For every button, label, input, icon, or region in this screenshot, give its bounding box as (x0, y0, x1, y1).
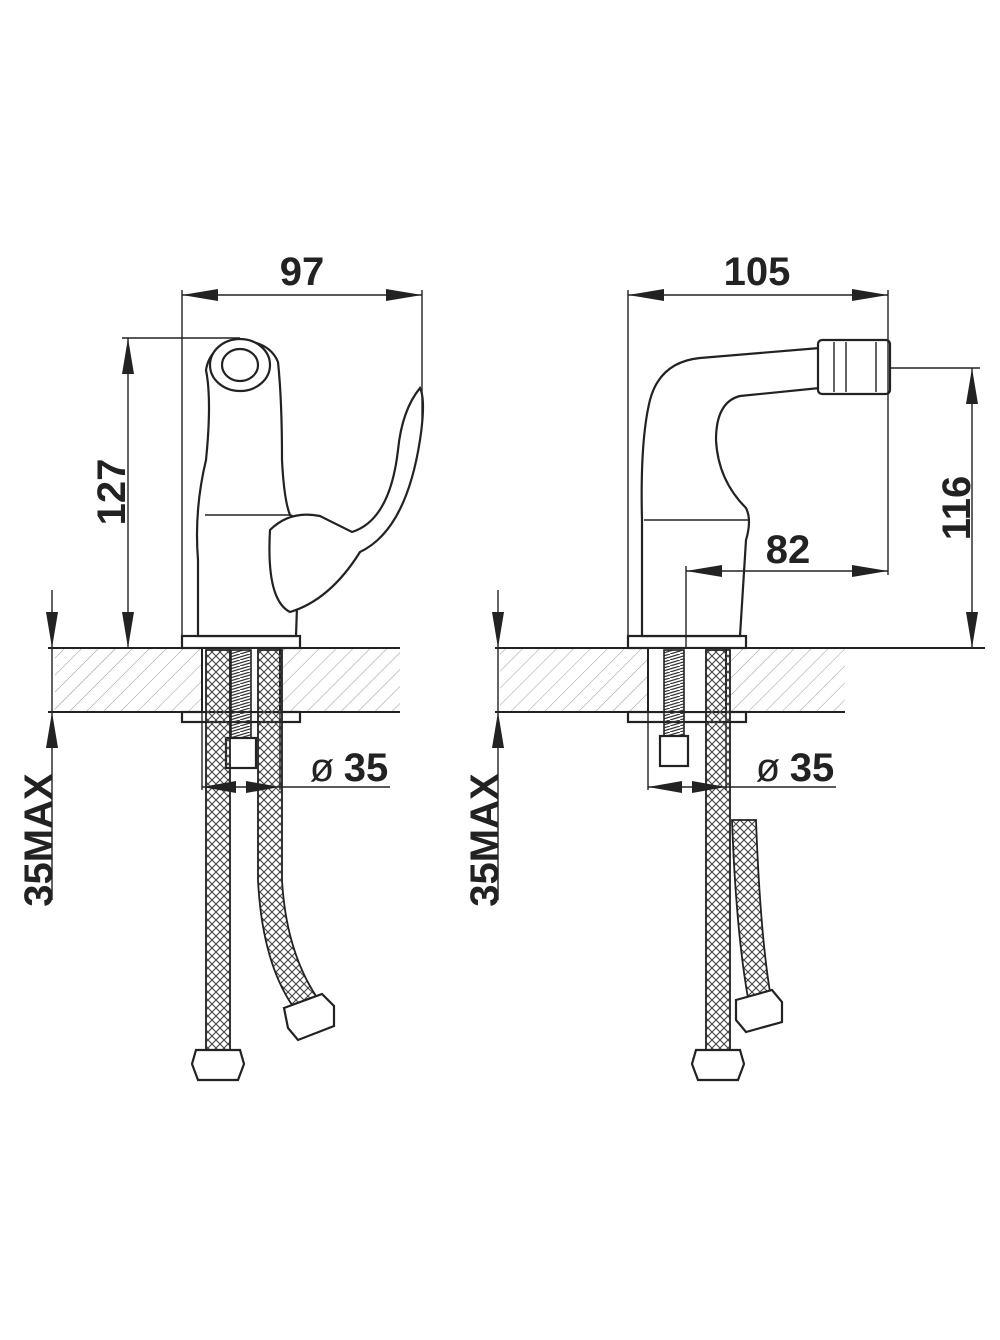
side-view: 105 116 82 35MAX ø 35 (463, 250, 985, 1082)
dia-35-label-side: 35 (790, 746, 835, 790)
dim-82-label: 82 (766, 528, 811, 572)
dim-35max-arrow-top-side (492, 612, 504, 648)
hose-front-side (705, 649, 731, 1051)
dim-116-arrow-bottom (966, 612, 978, 648)
dim-82-arrow-right (852, 565, 888, 577)
hose-nut-back-side (734, 988, 784, 1034)
faucet-body-side (640, 346, 822, 638)
hose-nut-left (190, 1048, 246, 1082)
dia-35-arrow-right-side (692, 781, 726, 793)
lever-handle (268, 385, 425, 614)
hose-nut-front-side (690, 1048, 746, 1082)
dim-105-label: 105 (724, 250, 791, 294)
dia-35-symbol-side: ø (756, 746, 780, 790)
dim-97-label: 97 (280, 250, 325, 294)
dim-35max-label-side: 35MAX (463, 773, 507, 907)
dia-35-arrow-right (246, 781, 280, 793)
dia-35-arrow-left (202, 781, 236, 793)
hose-left (205, 649, 231, 1051)
hose-nut-right (282, 992, 336, 1042)
dim-97-arrow-right (386, 289, 422, 301)
front-view: 97 127 35MAX ø 35 (17, 250, 425, 1082)
stud-nut (224, 736, 258, 770)
threaded-stud (230, 649, 252, 751)
dim-127-arrow-top (122, 338, 134, 374)
aerator-inner (220, 347, 260, 383)
base-flange-side (626, 634, 748, 650)
dia-35-label: 35 (344, 746, 389, 790)
dim-35max-arrow-top (46, 612, 58, 648)
dim-82-arrow-left (686, 565, 722, 577)
threaded-stud-side (663, 649, 685, 737)
dim-35max-arrow-bottom-side (492, 712, 504, 748)
dim-105-arrow-right (852, 289, 888, 301)
dim-127-arrow-bottom (122, 612, 134, 648)
dim-97-arrow-left (182, 289, 218, 301)
stud-nut-side (658, 734, 690, 768)
dim-116-label: 116 (935, 476, 979, 541)
hose-back-side (731, 819, 772, 1000)
spray-head (816, 338, 892, 396)
dia-35-symbol: ø (310, 746, 334, 790)
dim-105-arrow-left (628, 289, 664, 301)
dim-127-label: 127 (90, 459, 134, 526)
base-flange (180, 634, 302, 650)
dia-35-arrow-left-side (648, 781, 682, 793)
dim-116-arrow-top (966, 368, 978, 404)
dim-35max-label: 35MAX (17, 773, 61, 907)
dim-35max-arrow-bottom (46, 712, 58, 748)
